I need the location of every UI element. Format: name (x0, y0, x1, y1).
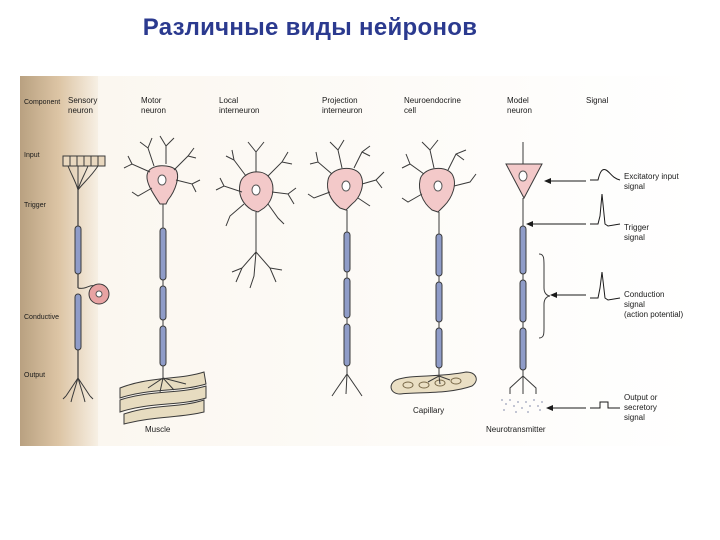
row-label-trigger: Trigger (24, 202, 47, 209)
capillary-label: Capillary (413, 406, 444, 415)
svg-text:secretory: secretory (624, 403, 657, 412)
svg-text:(action potential): (action potential) (624, 310, 683, 319)
model-myelin-2 (520, 280, 526, 322)
svg-text:Motor: Motor (141, 96, 162, 105)
svg-text:signal: signal (624, 182, 645, 191)
projection-myelin-2 (344, 278, 350, 318)
slide-title: Различные виды нейронов (0, 14, 620, 42)
neuroendocrine-myelin-3 (436, 328, 442, 368)
svg-text:Sensory: Sensory (68, 96, 97, 105)
svg-text:Conduction: Conduction (624, 290, 664, 299)
svg-text:cell: cell (404, 106, 416, 115)
svg-text:Excitatory input: Excitatory input (624, 172, 679, 181)
svg-text:neuron: neuron (141, 106, 166, 115)
svg-text:Output or: Output or (624, 393, 658, 402)
svg-text:signal: signal (624, 300, 645, 309)
row-label-component: Component (24, 99, 60, 106)
header-model-neuron: Model neuron (507, 96, 532, 115)
svg-text:Neuroendocrine: Neuroendocrine (404, 96, 461, 105)
model-myelin-3 (520, 328, 526, 370)
motor-myelin-2 (160, 286, 166, 320)
svg-text:signal: signal (624, 413, 645, 422)
projection-myelin-1 (344, 232, 350, 272)
projection-myelin-3 (344, 324, 350, 366)
model-myelin-1 (520, 226, 526, 274)
muscle-label: Muscle (145, 425, 171, 434)
row-label-conductive: Conductive (24, 314, 59, 321)
svg-text:Local: Local (219, 96, 238, 105)
neurotransmitter-label: Neurotransmitter (486, 425, 546, 434)
svg-text:neuron: neuron (507, 106, 532, 115)
neuroendocrine-myelin-2 (436, 282, 442, 322)
neuron-types-figure: Component Input Trigger Conductive Outpu… (20, 76, 700, 446)
header-projection-interneuron: Projection interneuron (322, 96, 362, 115)
sensory-myelin-1 (75, 226, 81, 274)
row-label-output: Output (24, 372, 45, 379)
motor-myelin-3 (160, 326, 166, 366)
motor-myelin-1 (160, 228, 166, 280)
neuroendocrine-myelin-1 (436, 234, 442, 276)
header-signal: Signal (586, 96, 608, 105)
row-label-input: Input (24, 152, 40, 159)
svg-text:signal: signal (624, 233, 645, 242)
svg-text:Model: Model (507, 96, 529, 105)
svg-text:interneuron: interneuron (322, 106, 362, 115)
svg-text:interneuron: interneuron (219, 106, 259, 115)
sensory-myelin-2 (75, 294, 81, 350)
svg-text:Trigger: Trigger (624, 223, 649, 232)
svg-text:Projection: Projection (322, 96, 358, 105)
svg-text:neuron: neuron (68, 106, 93, 115)
